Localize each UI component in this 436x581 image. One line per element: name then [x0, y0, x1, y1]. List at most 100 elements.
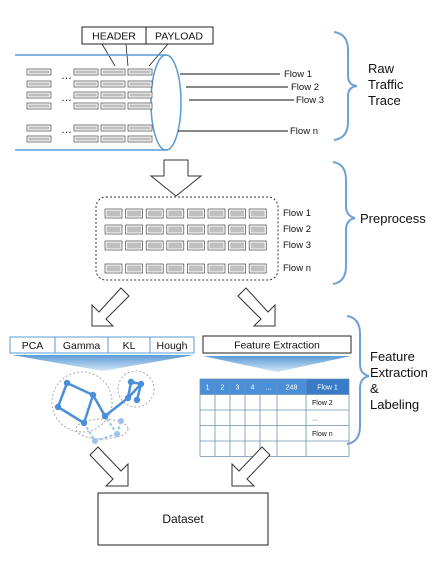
feature-section: Feature Extraction 1 2 3 4... 248 Flow 1 Flow … [199, 315, 428, 457]
packet-icon [100, 68, 126, 76]
preprocess-flow-label: Flow 2 [283, 224, 311, 235]
packet-icon [207, 240, 226, 251]
packet-icon [207, 208, 226, 219]
raw-packet-grid [26, 68, 153, 143]
table-header-cell: 2 [221, 385, 225, 392]
feature-extraction-label: Feature Extraction [234, 340, 320, 352]
packet-icon [26, 124, 52, 132]
packet-icon [73, 80, 99, 88]
packet-icon [26, 135, 52, 143]
method-label-kl: KL [123, 340, 136, 352]
packet-icon [228, 263, 246, 274]
table-header-flow-cell [306, 379, 349, 395]
table-header-cell: 4 [251, 385, 255, 392]
raw-flow-label: Flow 2 [291, 82, 319, 93]
packet-icon [166, 208, 185, 219]
packet-icon [125, 224, 143, 235]
packet-icon [26, 102, 52, 110]
table-header-cell: 248 [286, 385, 298, 392]
preprocess-packet-grid [104, 208, 267, 274]
packet-icon [100, 80, 126, 88]
packet-icon [73, 68, 99, 76]
method-box-row: PCA Gamma KL Hough [9, 336, 195, 354]
raw-stage-label-line2: Traffic [368, 77, 404, 92]
feature-stage-label-line1: Feature [370, 349, 415, 364]
packet-icon [125, 240, 143, 251]
packet-icon [73, 102, 99, 110]
packet-icon [145, 208, 164, 219]
header-field-label: HEADER [92, 31, 136, 43]
packet-icon [248, 263, 267, 274]
packet-icon [100, 102, 126, 110]
feature-funnel-triangle [203, 356, 351, 372]
raw-ellipsis: … [61, 124, 72, 136]
packet-format-box: HEADER PAYLOAD [81, 26, 214, 67]
feature-stage-label-line3: & [370, 381, 379, 396]
table-header-cell: 1 [206, 385, 210, 392]
raw-ellipsis: … [61, 70, 72, 82]
raw-flow-lines [178, 73, 294, 132]
packet-icon [207, 224, 226, 235]
packet-icon [73, 135, 99, 143]
packet-icon [166, 263, 185, 274]
packet-icon [127, 91, 153, 99]
methods-section: PCA Gamma KL Hough [9, 336, 195, 444]
method-label-hough: Hough [157, 340, 188, 352]
packet-icon [145, 240, 164, 251]
packet-icon [125, 208, 143, 219]
raw-flow-label: Flow 3 [296, 95, 324, 106]
raw-trace-section: HEADER PAYLOAD … … … Flow 1 Flow 2 Flow [15, 26, 404, 151]
raw-flow-label: Flow 1 [284, 69, 312, 80]
cluster-graph-icon [51, 370, 155, 444]
raw-flow-label: Flow n [290, 126, 318, 137]
traffic-pipe [15, 54, 182, 151]
down-left-arrow-icon [231, 446, 271, 487]
feature-stage-label-line2: Extraction [370, 365, 428, 380]
down-right-arrow-icon [237, 287, 276, 327]
packet-icon [187, 240, 205, 251]
preprocess-section: Flow 1 Flow 2 Flow 3 Flow n Preprocess [95, 161, 426, 285]
packet-icon [100, 135, 126, 143]
packet-icon [228, 240, 246, 251]
table-row-label: Flow n [312, 431, 333, 438]
preprocess-flow-label: Flow n [283, 263, 311, 274]
table-header-cell: 3 [236, 385, 240, 392]
packet-icon [145, 224, 164, 235]
packet-icon [228, 208, 246, 219]
raw-ellipsis: … [61, 92, 72, 104]
method-label-pca: PCA [22, 340, 44, 352]
packet-icon [248, 208, 267, 219]
methods-funnel-triangle [12, 355, 194, 371]
packet-icon [145, 263, 164, 274]
packet-icon [187, 263, 205, 274]
table-header-cell: Flow 1 [317, 385, 338, 392]
packet-icon [248, 224, 267, 235]
dataset-label: Dataset [162, 512, 204, 526]
packet-icon [26, 80, 52, 88]
raw-bracket [333, 31, 358, 141]
packet-icon [187, 224, 205, 235]
packet-icon [166, 240, 185, 251]
payload-field-label: PAYLOAD [155, 31, 203, 43]
packet-icon [166, 224, 185, 235]
packet-icon [207, 263, 226, 274]
raw-stage-label-line1: Raw [368, 61, 395, 76]
down-arrow-icon [149, 159, 203, 197]
packet-icon [127, 135, 153, 143]
table-row-label: ... [312, 416, 318, 423]
packet-icon [125, 263, 143, 274]
preprocess-bracket [332, 161, 356, 285]
down-right-arrow-icon [89, 446, 129, 487]
table-header-cell: ... [266, 385, 272, 392]
feature-extraction-box [202, 335, 352, 354]
packet-icon [228, 224, 246, 235]
packet-icon [104, 224, 123, 235]
packet-icon [104, 263, 123, 274]
raw-stage-label-line3: Trace [368, 93, 401, 108]
packet-icon [127, 80, 153, 88]
feature-bracket [346, 315, 370, 445]
raw-ellipses: … … … [61, 70, 72, 136]
packet-icon [26, 68, 52, 76]
